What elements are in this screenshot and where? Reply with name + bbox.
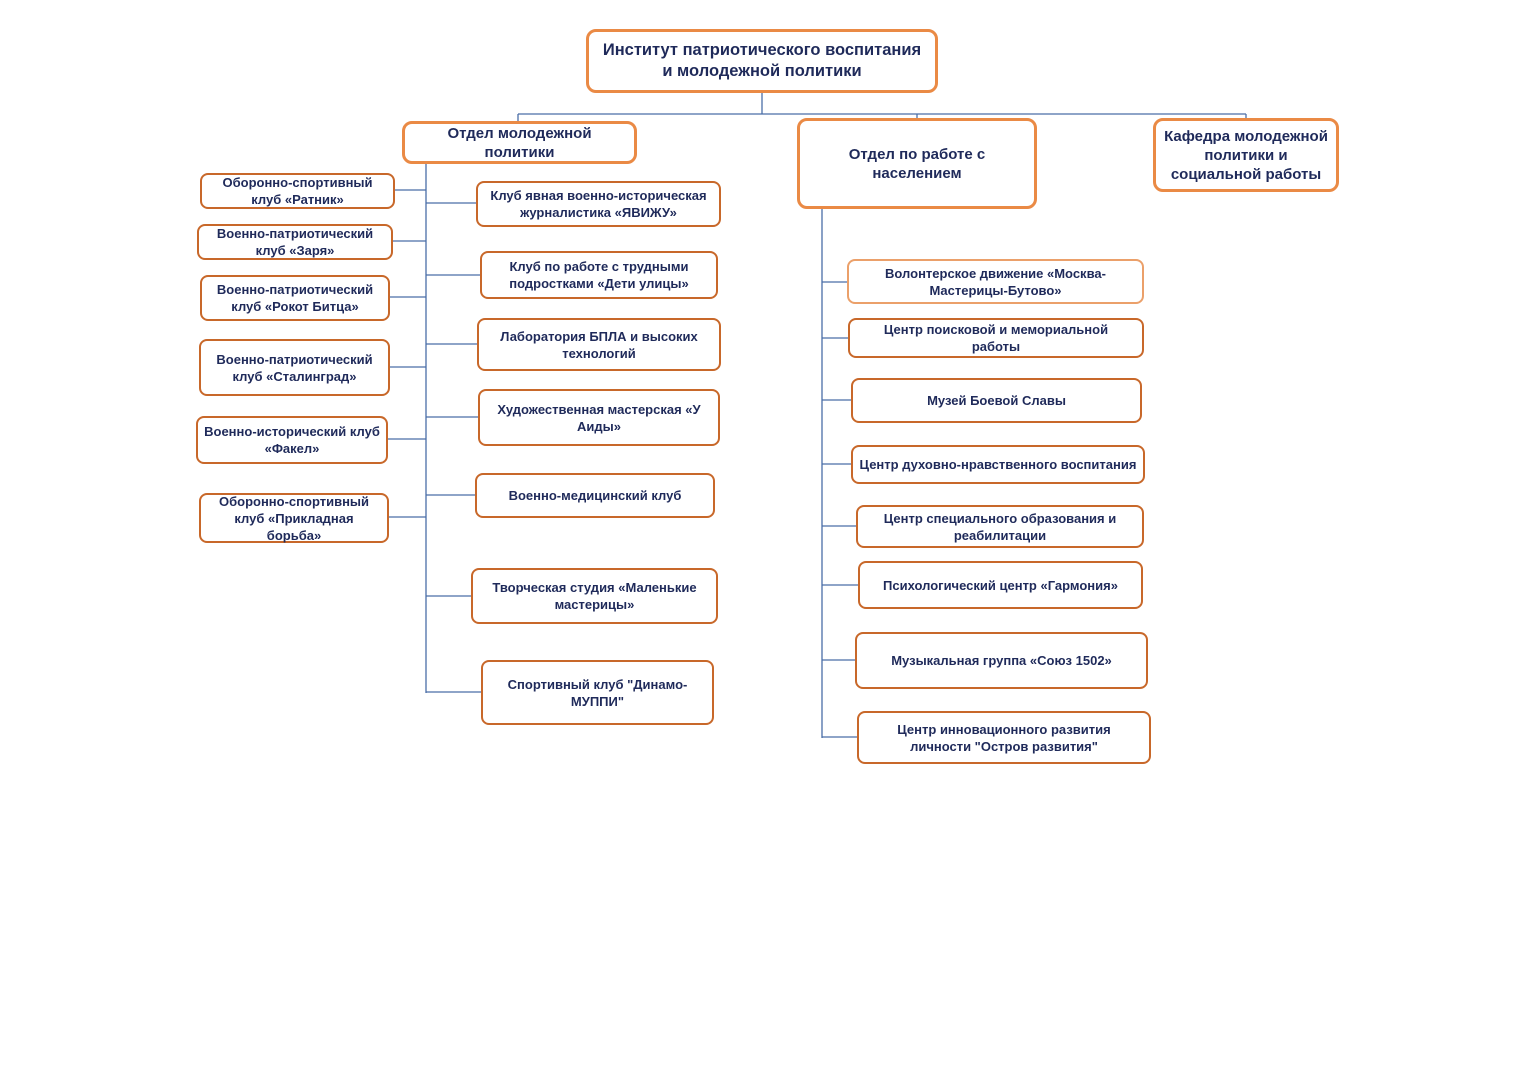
lab-bpla-box: Лаборатория БПЛА и высоких технологий <box>477 318 721 371</box>
club-prikladnaya-borba-box: Оборонно-спортивный клуб «Прикладная бор… <box>199 493 389 543</box>
studio-malenkie-masteritsy-box: Творческая студия «Маленькие мастерицы» <box>471 568 718 624</box>
club-yavizhu-box: Клуб явная военно-историческая журналист… <box>476 181 721 227</box>
sports-club-dinamo-box: Спортивный клуб "Динамо- МУППИ" <box>481 660 714 725</box>
art-workshop-aida-box: Художественная мастерская «У Аиды» <box>478 389 720 446</box>
military-glory-museum-box: Музей Боевой Славы <box>851 378 1142 423</box>
military-medical-club-box: Военно-медицинский клуб <box>475 473 715 518</box>
spiritual-center-box: Центр духовно-нравственного воспитания <box>851 445 1145 484</box>
psychological-center-box: Психологический центр «Гармония» <box>858 561 1143 609</box>
root-institute-box: Институт патриотического воспитания и мо… <box>586 29 938 93</box>
club-ratnik-box: Оборонно-спортивный клуб «Ратник» <box>200 173 395 209</box>
innovation-center-box: Центр инновационного развития личности "… <box>857 711 1151 764</box>
music-group-box: Музыкальная группа «Союз 1502» <box>855 632 1148 689</box>
club-zarya-box: Военно-патриотический клуб «Заря» <box>197 224 393 260</box>
club-stalingrad-box: Военно-патриотический клуб «Сталинград» <box>199 339 390 396</box>
club-fakel-box: Военно-исторический клуб «Факел» <box>196 416 388 464</box>
dept-chair-box: Кафедра молодежной политики и социальной… <box>1153 118 1339 192</box>
club-rokot-bitsa-box: Военно-патриотический клуб «Рокот Битца» <box>200 275 390 321</box>
dept-youth-policy-box: Отдел молодежной политики <box>402 121 637 164</box>
club-deti-ulitsy-box: Клуб по работе с трудными подростками «Д… <box>480 251 718 299</box>
dept-population-box: Отдел по работе с населением <box>797 118 1037 209</box>
search-memorial-center-box: Центр поисковой и мемориальной работы <box>848 318 1144 358</box>
special-education-center-box: Центр специального образования и реабили… <box>856 505 1144 548</box>
volunteer-movement-box: Волонтерское движение «Москва- Мастерицы… <box>847 259 1144 304</box>
